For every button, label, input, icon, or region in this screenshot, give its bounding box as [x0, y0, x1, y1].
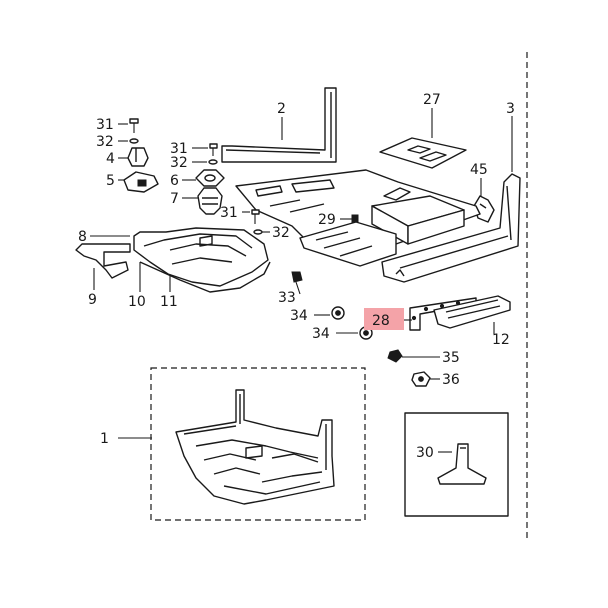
callout-1: 1 [100, 431, 109, 447]
part-31-bolt-b[interactable] [209, 143, 218, 156]
callout-29: 29 [318, 212, 336, 228]
callout-10: 10 [128, 294, 146, 310]
callout-6: 6 [170, 173, 179, 189]
callout-2: 2 [277, 101, 286, 117]
callout-4: 4 [106, 151, 115, 167]
callout-30: 30 [416, 445, 434, 461]
callout-45: 45 [470, 162, 488, 178]
part-45-bracket[interactable] [473, 195, 495, 223]
part-35-nut[interactable] [387, 349, 403, 363]
part-31-bolt-c[interactable] [251, 209, 260, 224]
part-34-grommet-a[interactable] [331, 306, 345, 320]
assembly-1-floor[interactable] [175, 389, 335, 505]
part-4-mount[interactable] [127, 147, 149, 167]
part-27-cover-plate[interactable] [379, 137, 467, 169]
callout-31a: 31 [96, 117, 114, 133]
callout-11: 11 [160, 294, 178, 310]
part-7-bellows[interactable] [197, 187, 223, 215]
callout-31b: 31 [170, 141, 188, 157]
callout-12: 12 [492, 332, 510, 348]
part-10-11-front-floor[interactable] [133, 227, 271, 293]
callout-32b: 32 [170, 155, 188, 171]
callout-9: 9 [88, 292, 97, 308]
callout-31c: 31 [220, 205, 238, 221]
part-33-bolt[interactable] [291, 271, 303, 295]
callout-27: 27 [423, 92, 441, 108]
callout-8: 8 [78, 229, 87, 245]
callout-32c: 32 [272, 225, 290, 241]
floor-step-panel[interactable] [299, 221, 397, 267]
part-32-washer-a[interactable] [129, 138, 139, 144]
part-5-plate[interactable] [123, 171, 159, 193]
callout-35: 35 [442, 350, 460, 366]
rear-floor-pan[interactable] [235, 169, 481, 259]
callout-32a: 32 [96, 134, 114, 150]
part-36-cap[interactable] [411, 371, 431, 387]
callout-5: 5 [106, 173, 115, 189]
part-6-boot[interactable] [195, 169, 225, 187]
part-28-highlight [364, 308, 404, 330]
callout-36: 36 [442, 372, 460, 388]
part-2-side-rail[interactable] [221, 87, 337, 163]
part-32-washer-b[interactable] [208, 159, 218, 165]
part-32-washer-c[interactable] [253, 229, 263, 235]
part-8-9-bracket[interactable] [75, 243, 131, 279]
assembly-1-box [150, 367, 366, 521]
callout-3: 3 [506, 101, 515, 117]
callout-34a: 34 [290, 308, 308, 324]
part-3-side-member[interactable] [381, 173, 521, 283]
callout-33: 33 [278, 290, 296, 306]
part-30-handle[interactable] [437, 443, 487, 485]
part-12-step-plate[interactable] [433, 295, 511, 329]
callout-7: 7 [170, 191, 179, 207]
part-31-bolt-a[interactable] [129, 118, 139, 133]
callout-34b: 34 [312, 326, 330, 342]
detail-30-box [404, 412, 509, 517]
callout-28: 28 [372, 313, 390, 329]
